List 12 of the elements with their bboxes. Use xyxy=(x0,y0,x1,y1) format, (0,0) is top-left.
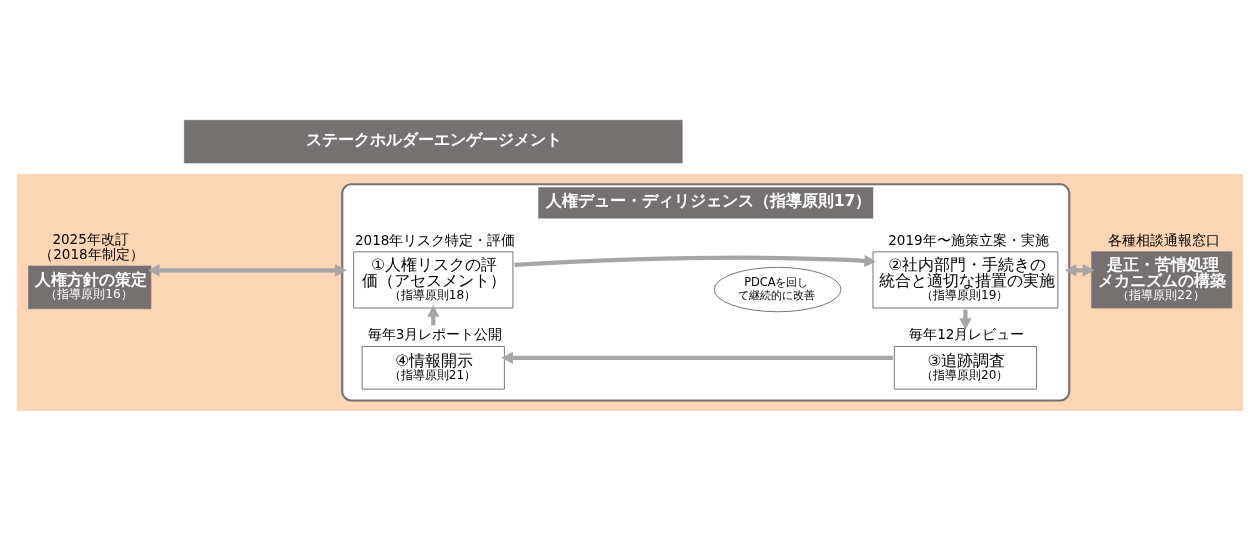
node-label: 2025年改訂（2018年制定） xyxy=(39,230,144,262)
arrow xyxy=(514,254,877,267)
node-ellipse: PDCAを回して継続的に改善 xyxy=(713,266,842,312)
cluster xyxy=(16,173,1244,411)
node-label: 2019年〜施策立案・実施 xyxy=(888,231,1049,248)
node-label: 毎年12月レビュー xyxy=(909,325,1025,342)
arrow xyxy=(1064,263,1095,276)
arrow xyxy=(501,351,893,364)
node-label: 2018年リスク特定・評価 xyxy=(355,231,516,248)
node-label: 毎年3月レポート公開 xyxy=(367,325,503,342)
arrow xyxy=(147,263,347,276)
node-label: 各種相談通報窓口 xyxy=(1108,231,1221,248)
